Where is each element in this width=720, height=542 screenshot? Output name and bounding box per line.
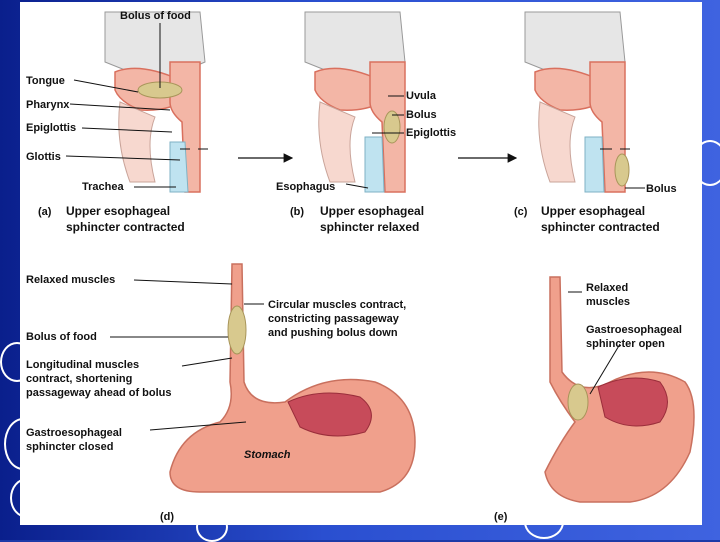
label-trachea: Trachea [82, 181, 124, 193]
label-relaxed-muscles-e-2: muscles [586, 296, 630, 308]
label-stomach: Stomach [244, 449, 291, 461]
panel-d-stomach [169, 263, 416, 493]
label-longitudinal-3: passageway ahead of bolus [26, 387, 172, 399]
label-pharynx: Pharynx [26, 99, 70, 111]
label-uvula: Uvula [406, 90, 437, 102]
caption-d-letter: (d) [160, 511, 174, 523]
panel-b-head [304, 11, 406, 193]
label-bolus-c: Bolus [646, 183, 677, 195]
label-circular-1: Circular muscles contract, [268, 299, 406, 311]
label-tongue: Tongue [26, 75, 65, 87]
caption-a-letter: (a) [38, 206, 52, 218]
label-relaxed-muscles-e-1: Relaxed [586, 282, 628, 294]
caption-e-letter: (e) [494, 511, 508, 523]
label-gastro-closed-2: sphincter closed [26, 441, 113, 453]
panel-c-head [524, 11, 630, 193]
label-gastro-open-1: Gastroesophageal [586, 324, 682, 336]
label-bolus-of-food-d: Bolus of food [26, 331, 97, 343]
swallowing-diagram: Bolus of food Tongue Pharynx Epiglottis … [26, 10, 695, 523]
diagram-sheet: Bolus of food Tongue Pharynx Epiglottis … [20, 2, 702, 525]
label-circular-2: constricting passageway [268, 313, 400, 325]
caption-c-line1: Upper esophageal [541, 204, 645, 218]
label-longitudinal-2: contract, shortening [26, 373, 132, 385]
label-longitudinal-1: Longitudinal muscles [26, 359, 139, 371]
label-bolus-b: Bolus [406, 109, 437, 121]
label-circular-3: and pushing bolus down [268, 327, 398, 339]
label-epiglottis-b: Epiglottis [406, 127, 456, 139]
caption-c-line2: sphincter contracted [541, 220, 660, 234]
panel-a-head [104, 11, 206, 193]
panel-e-stomach [544, 276, 695, 503]
caption-a-line1: Upper esophageal [66, 204, 170, 218]
caption-a-line2: sphincter contracted [66, 220, 185, 234]
label-epiglottis-a: Epiglottis [26, 122, 76, 134]
caption-b-letter: (b) [290, 206, 304, 218]
label-glottis: Glottis [26, 151, 61, 163]
label-bolus-of-food-top: Bolus of food [120, 10, 191, 22]
label-relaxed-muscles-d: Relaxed muscles [26, 274, 115, 286]
caption-b-line1: Upper esophageal [320, 204, 424, 218]
caption-c-letter: (c) [514, 206, 528, 218]
leader-lines [65, 23, 645, 431]
caption-b-line2: sphincter relaxed [320, 220, 419, 234]
label-esophagus: Esophagus [276, 181, 335, 193]
label-gastro-closed-1: Gastroesophageal [26, 427, 122, 439]
label-gastro-open-2: sphincter open [586, 338, 665, 350]
